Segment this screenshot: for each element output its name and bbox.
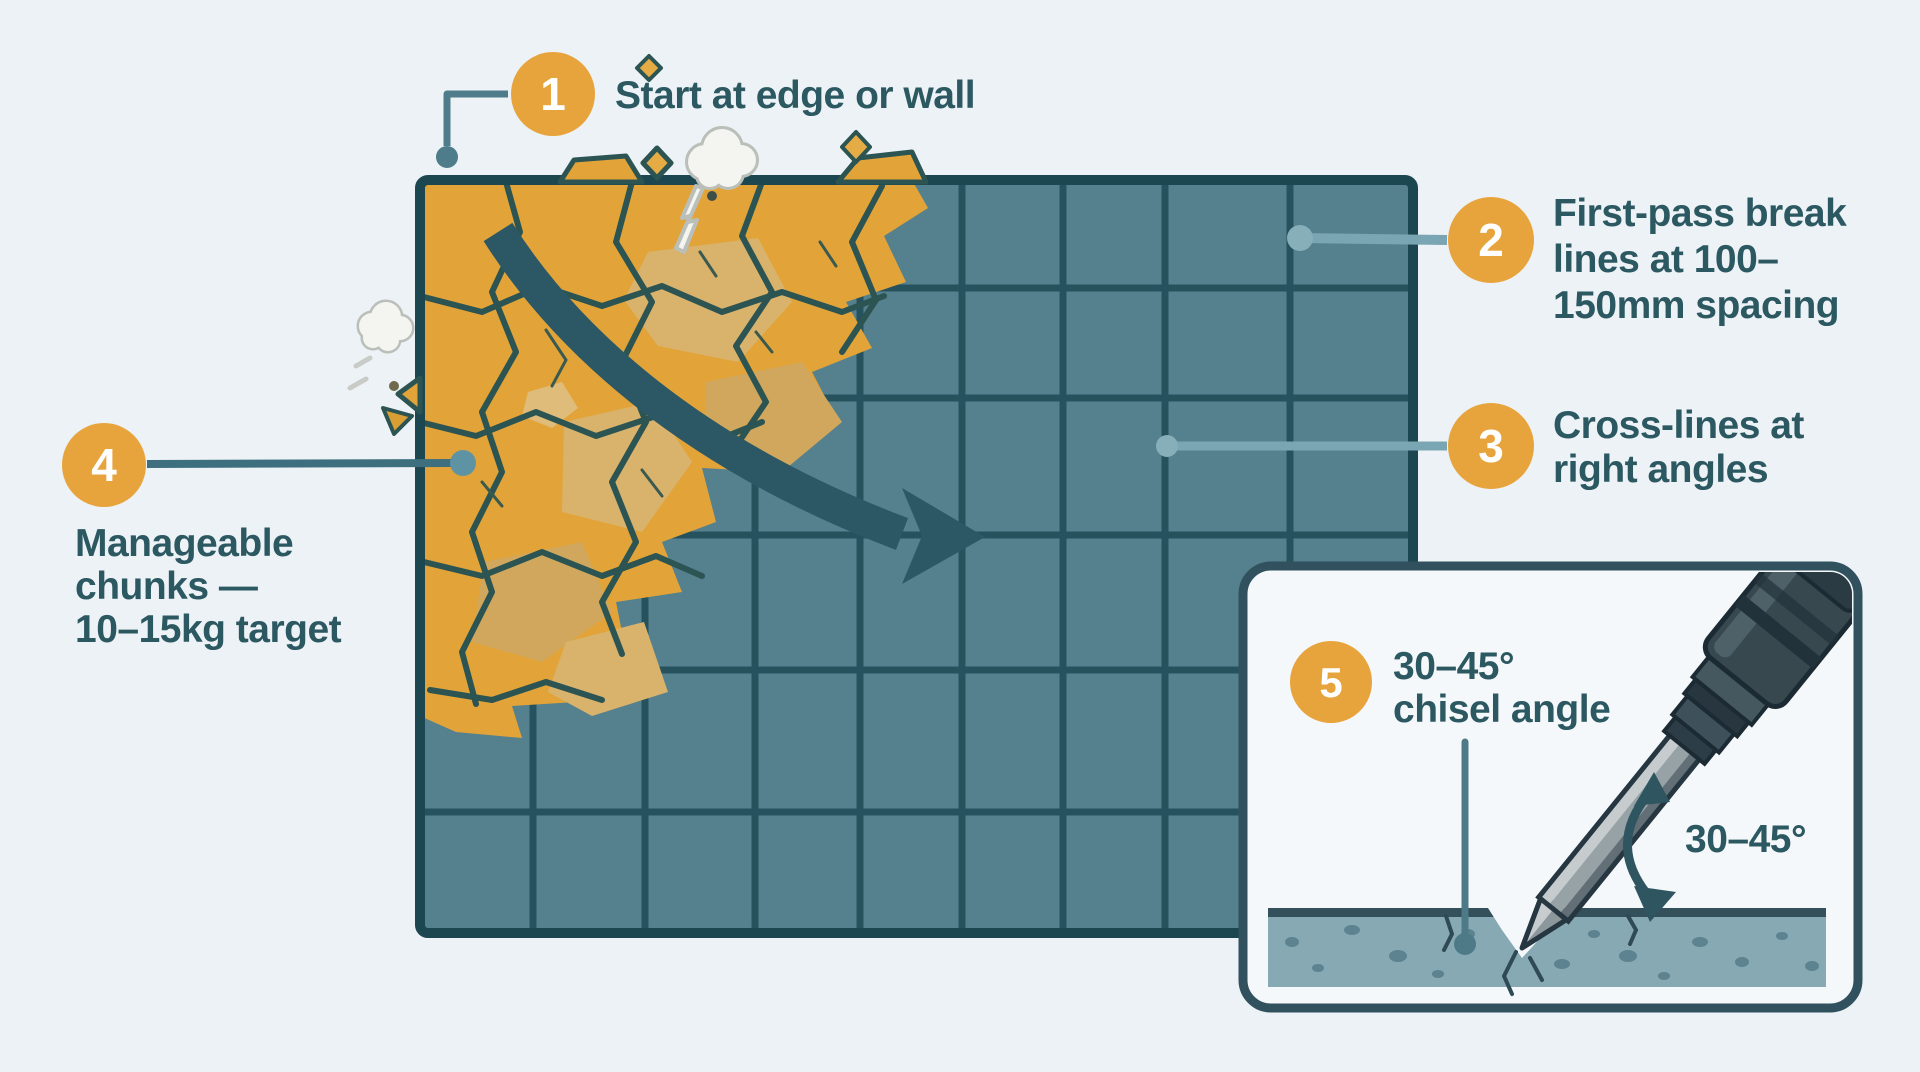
svg-text:chisel angle: chisel angle (1393, 688, 1610, 731)
arrowhead (902, 488, 985, 584)
debris (381, 54, 929, 436)
svg-text:150mm spacing: 150mm spacing (1553, 284, 1839, 327)
shard-diamond (840, 130, 872, 164)
step-4-badge (62, 423, 146, 507)
leader-dot-1 (436, 146, 458, 168)
step-5-number: 5 (1319, 659, 1342, 706)
chisel-collar (1661, 653, 1771, 767)
smoke-puff-top (674, 126, 759, 254)
smoke-wisp (347, 355, 373, 391)
leader-line-4 (146, 459, 453, 468)
svg-text:chunks —: chunks — (75, 565, 258, 608)
step-3-label: Cross-lines at right angles (1553, 404, 1805, 491)
step-3-badge (1448, 403, 1534, 489)
svg-text:lines at 100–: lines at 100– (1553, 238, 1778, 281)
smoke-puff-left (347, 299, 415, 391)
hammer-chuck (1702, 572, 1852, 709)
surface-cracks (1442, 914, 1639, 996)
leader-dot-5 (1454, 933, 1476, 955)
svg-text:right angles: right angles (1553, 448, 1768, 491)
angle-arc-arrow (1623, 772, 1676, 922)
step-3-callout: 3 Cross-lines at right angles (1156, 403, 1805, 491)
step-2-number: 2 (1478, 214, 1504, 266)
svg-text:First-pass break: First-pass break (1553, 192, 1847, 235)
step-3-number: 3 (1478, 420, 1504, 472)
step-2-label: First-pass break lines at 100– 150mm spa… (1553, 192, 1848, 327)
step-1-callout: 1 Start at edge or wall (436, 52, 976, 168)
leader-line-1 (443, 90, 508, 146)
step-2-badge (1448, 197, 1534, 283)
work-direction-arrow (483, 222, 985, 584)
shard-triangle (381, 406, 414, 436)
hairline-cracks (480, 240, 838, 508)
leader-dot-3 (1156, 435, 1178, 457)
edge-bump (557, 153, 645, 185)
step-5-label: 30–45° chisel angle (1393, 645, 1611, 731)
svg-text:10–15kg target: 10–15kg target (75, 608, 342, 651)
svg-text:Manageable: Manageable (75, 522, 293, 565)
inset-panel: 5 30–45° chisel angle 30–45° (1238, 561, 1863, 1013)
inset-angle-label: 30–45° (1685, 818, 1806, 861)
shard-diamond (635, 54, 663, 82)
leader-dot-2 (1287, 225, 1313, 251)
svg-text:30–45°: 30–45° (1393, 645, 1514, 688)
leader-dot-4 (450, 450, 476, 476)
svg-text:Cross-lines at: Cross-lines at (1553, 404, 1804, 447)
shard-diamond (640, 145, 674, 181)
debris-dot (389, 381, 399, 391)
step-1-badge (511, 52, 595, 136)
edge-nub (395, 375, 423, 415)
step-4-callout: 4 Manageable chunks — 10–15kg target (62, 423, 476, 651)
step-4-number: 4 (91, 439, 117, 491)
smoke-wisp (674, 184, 705, 254)
step-2-callout: 2 First-pass break lines at 100– 150mm s… (1287, 192, 1848, 327)
debris-dot (707, 191, 717, 201)
step-1-label: Start at edge or wall (615, 74, 975, 117)
step-4-label: Manageable chunks — 10–15kg target (75, 522, 342, 651)
step-5-badge (1290, 641, 1372, 723)
step-1-number: 1 (540, 68, 566, 120)
leader-line-2 (1299, 233, 1448, 245)
